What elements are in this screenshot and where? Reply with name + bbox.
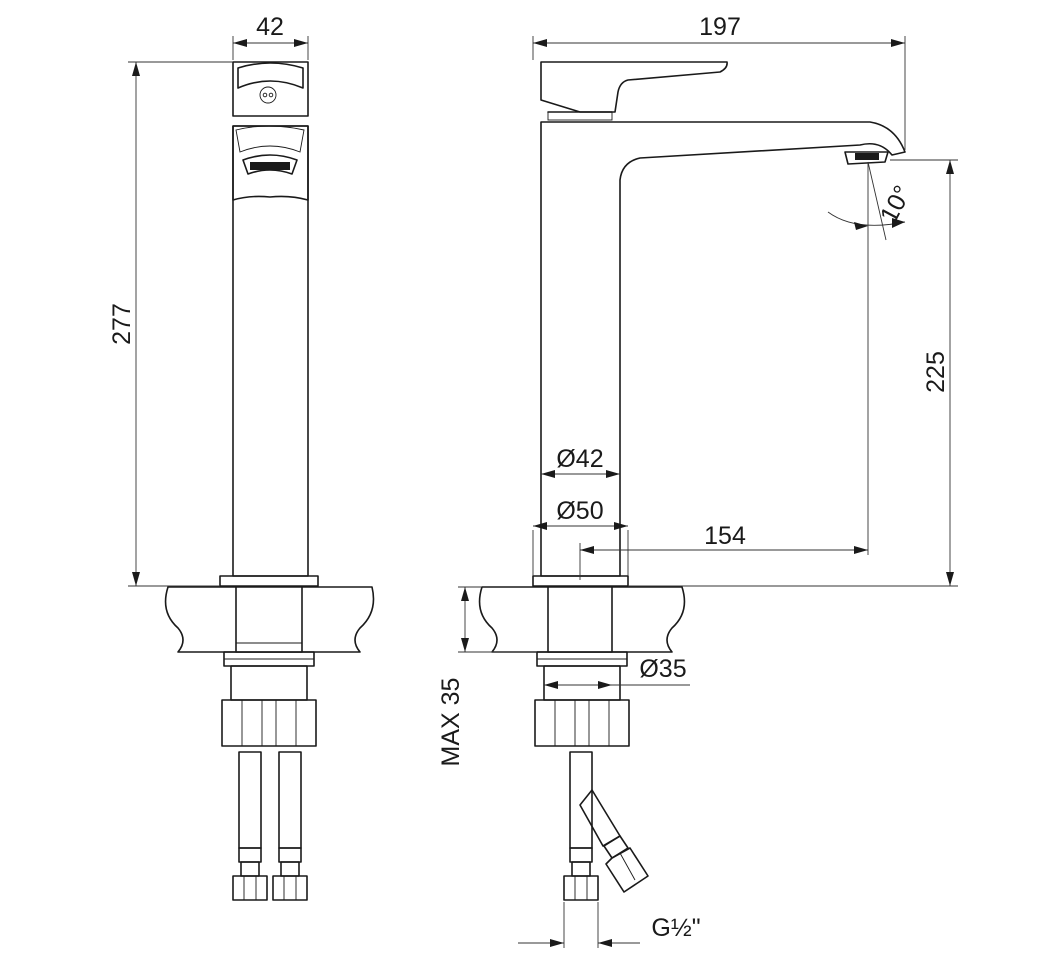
side-lever-handle bbox=[540, 61, 728, 121]
label-body-diameter: Ø42 bbox=[556, 445, 603, 473]
side-view: 197 10° 225 Ø42 bbox=[437, 13, 958, 948]
side-base-ring bbox=[532, 575, 629, 587]
label-total-height: 277 bbox=[108, 303, 136, 345]
label-shank-diameter: Ø35 bbox=[639, 655, 686, 683]
label-reach-width: 197 bbox=[699, 13, 741, 41]
label-base-diameter: Ø50 bbox=[556, 497, 603, 525]
side-countertop-section bbox=[478, 586, 686, 653]
dim-angle: 10° bbox=[827, 161, 917, 250]
dim-spout-height: 225 bbox=[628, 159, 958, 587]
dim-total-height: 277 bbox=[108, 61, 233, 587]
front-supply-hoses bbox=[232, 751, 308, 901]
side-supply-hoses bbox=[563, 751, 649, 901]
side-mounting-nut bbox=[534, 651, 630, 747]
front-countertop-section bbox=[164, 586, 375, 653]
label-thread: G½" bbox=[651, 914, 700, 942]
front-handle bbox=[232, 61, 309, 117]
dim-thread: G½" bbox=[518, 902, 701, 948]
front-base-ring bbox=[219, 575, 319, 587]
label-spout-reach: 154 bbox=[704, 522, 746, 550]
dim-side-width: 42 bbox=[232, 13, 309, 60]
dim-reach-width: 197 bbox=[532, 13, 906, 150]
label-max-thickness: MAX 35 bbox=[437, 678, 465, 767]
dim-base-diameter: Ø50 bbox=[532, 497, 629, 576]
front-head bbox=[232, 125, 309, 201]
front-mounting-nut bbox=[221, 651, 317, 747]
dim-spout-reach: 154 bbox=[579, 250, 869, 580]
label-spout-height: 225 bbox=[922, 351, 950, 393]
side-body-spout bbox=[540, 121, 906, 577]
dim-max-thickness: MAX 35 bbox=[437, 586, 537, 767]
dim-body-diameter: Ø42 bbox=[541, 445, 620, 478]
dim-shank-diameter: Ø35 bbox=[544, 655, 690, 689]
front-body-column bbox=[232, 125, 309, 577]
label-side-width: 42 bbox=[256, 13, 284, 41]
front-view: 42 277 bbox=[108, 13, 375, 901]
